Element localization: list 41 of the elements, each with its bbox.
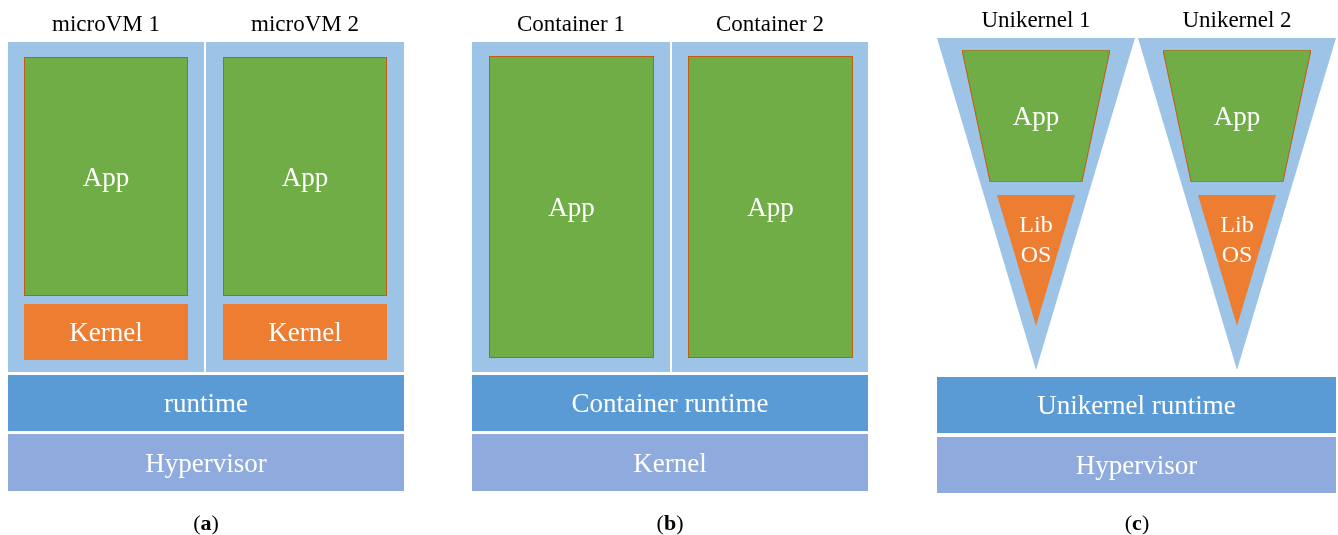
box-label: Unikernel runtime — [1037, 390, 1236, 420]
runtime-bar — [472, 375, 868, 431]
box-label: Kernel — [268, 317, 342, 347]
app-box — [223, 57, 387, 296]
box-label: App — [82, 161, 130, 192]
box-label: Kernel — [633, 447, 707, 478]
box-label: Hypervisor — [1075, 450, 1198, 480]
box-label: runtime — [164, 388, 248, 418]
box-label: Container runtime — [571, 388, 769, 418]
box-label: Kernel — [69, 317, 143, 347]
libos-triangle — [997, 195, 1075, 326]
column-heading: Unikernel 1 — [980, 6, 1092, 34]
column-heading: microVM 1 — [51, 10, 161, 38]
column-heading: Container 2 — [715, 10, 825, 38]
kernel-bar — [472, 434, 868, 491]
app-box — [688, 56, 853, 358]
box-label: App — [747, 192, 794, 222]
box-label: App — [1213, 101, 1261, 131]
hypervisor-bar — [8, 434, 404, 491]
runtime-bar — [937, 377, 1336, 433]
box-label: Lib OS — [1018, 210, 1054, 269]
box-label: Hypervisor — [145, 447, 267, 478]
panel-label: (a) — [193, 509, 219, 535]
panel-label: (b) — [656, 509, 684, 535]
column-heading: microVM 2 — [250, 10, 360, 38]
hypervisor-bar — [937, 437, 1336, 493]
kernel-box — [223, 304, 387, 360]
box-label: Lib OS — [1219, 210, 1255, 269]
panel-label: (c) — [1124, 509, 1150, 535]
box-label: App — [1012, 101, 1060, 131]
box-label: App — [281, 161, 329, 192]
app-box — [24, 57, 188, 296]
app-trapezoid — [962, 50, 1110, 182]
column-heading: Unikernel 2 — [1181, 6, 1293, 34]
box-label: App — [548, 192, 595, 222]
libos-triangle — [1198, 195, 1276, 326]
app-trapezoid — [1163, 50, 1311, 182]
column-heading: Container 1 — [516, 10, 626, 38]
runtime-bar — [8, 375, 404, 431]
kernel-box — [24, 304, 188, 360]
app-box — [489, 56, 654, 358]
